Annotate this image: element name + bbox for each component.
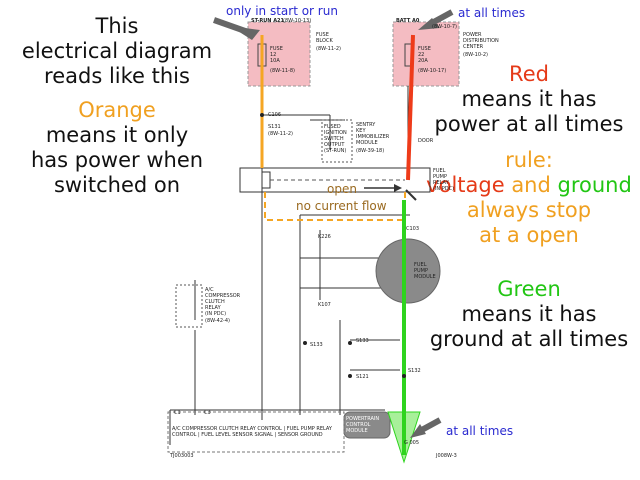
- arrow-to-ground: [410, 424, 426, 438]
- label-fuel-pump-relay: FUEL PUMP RELAY (IN PDC): [433, 168, 455, 192]
- callout-at-all-times-bottom: at all times: [446, 424, 514, 438]
- label-s121: S121: [356, 374, 369, 380]
- label-pcm: POWERTRAIN CONTROL MODULE: [346, 416, 380, 434]
- red-title: Red: [509, 62, 549, 86]
- relay-coil: [261, 171, 271, 189]
- label-fuse-12: FUSE 12 10A: [270, 46, 283, 64]
- label-fuse-22-ref: (8W-10-17): [418, 68, 447, 74]
- callout-at-all-times-top: at all times: [458, 6, 526, 20]
- arrow-to-batt: [418, 18, 440, 30]
- label-s131-ref: (8W-11-2): [268, 131, 293, 137]
- label-st-run: ST-RUN A21: [251, 18, 285, 24]
- label-batt-ref: (8W-10-7): [432, 24, 457, 30]
- open-switch: [405, 189, 417, 201]
- rule-line-2: always stop: [466, 197, 592, 222]
- red-wire: [406, 34, 415, 181]
- intro-line-2: electrical diagram: [21, 38, 213, 63]
- orange-line-1: means it only: [45, 123, 189, 148]
- green-line-2: ground at all times: [429, 326, 629, 351]
- label-k226: K226: [318, 234, 331, 240]
- label-s132: S132: [408, 368, 421, 374]
- orange-title: Orange: [78, 98, 156, 123]
- fuel-pump-module-circle: [375, 238, 441, 304]
- label-ac-relay: A/C COMPRESSOR CLUTCH RELAY (IN PDC): [205, 287, 241, 317]
- label-door: DOOR: [418, 138, 434, 144]
- fuel-pump-relay-box: [239, 167, 431, 193]
- label-c1: C1: [174, 410, 181, 416]
- label-pcm-pins: A/C COMPRESSOR CLUTCH RELAY CONTROL | FU…: [172, 426, 332, 438]
- red-line-1: means it has: [461, 86, 597, 111]
- rule-voltage: voltage: [426, 173, 505, 198]
- label-fuse-22: FUSE 22 20A: [418, 46, 431, 64]
- green-title: Green: [497, 277, 561, 302]
- arrow-open-head: [394, 184, 402, 192]
- label-st-run-ref: (8W-10-13): [283, 18, 312, 24]
- label-batt: BATT A0: [396, 18, 420, 24]
- orange-line-3: switched on: [53, 172, 181, 197]
- label-k107: K107: [318, 302, 331, 308]
- pdc-box: [392, 21, 460, 87]
- rule-line-3: at a open: [479, 222, 579, 247]
- intro-line-3: reads like this: [44, 63, 190, 88]
- label-pdc-ref: (8W-10-2): [463, 52, 488, 58]
- label-skim-ref: (8W-39-18): [356, 148, 385, 154]
- label-c3: C3: [204, 410, 211, 416]
- label-ground: G 005: [404, 440, 420, 446]
- left-explanation: This electrical diagram reads like this …: [6, 14, 228, 197]
- label-footer-right: J008W-3: [436, 453, 457, 459]
- label-pdc: POWER DISTRIBUTION CENTER: [463, 32, 499, 50]
- label-fuel-pump-module: FUEL PUMP MODULE: [414, 262, 436, 280]
- label-fuse-block-ref: (8W-11-2): [316, 46, 341, 52]
- red-line-2: power at all times: [434, 111, 624, 136]
- label-s133-a: S133: [310, 342, 323, 348]
- rule-and: and: [504, 173, 558, 198]
- rule-title: rule:: [505, 148, 553, 173]
- ac-relay-box: [175, 284, 203, 328]
- label-fused-ignition: FUSED IGNITION SWITCH OUTPUT (ST-RUN): [324, 124, 347, 154]
- callout-only-start-run: only in start or run: [226, 4, 338, 18]
- green-line-1: means it has: [461, 302, 597, 327]
- callout-no-current-flow: no current flow: [296, 199, 387, 213]
- pcm-box: [343, 411, 391, 439]
- label-skim: SENTRY KEY IMMOBILIZER MODULE: [356, 122, 390, 146]
- label-s131: S131: [268, 124, 281, 130]
- label-ac-relay-ref: (8W-42-4): [205, 318, 230, 324]
- label-c106: C106: [268, 112, 282, 118]
- arrow-st-run-shaft: [213, 17, 249, 35]
- orange-line-2: has power when: [30, 147, 204, 172]
- pcm-connector-box: [167, 411, 345, 453]
- rule-ground: ground: [557, 173, 632, 198]
- splice-dots: [260, 113, 406, 378]
- label-s133-b: S133: [356, 338, 369, 344]
- right-explanation: Red means it has power at all times rule…: [418, 62, 640, 352]
- label-footer-left: TJ003003: [170, 453, 194, 459]
- callout-open: open: [327, 182, 357, 196]
- label-fuse-block: FUSE BLOCK: [316, 32, 333, 44]
- intro-line-1: This: [95, 14, 139, 38]
- label-c103: C103: [406, 226, 420, 232]
- label-fuse-12-ref: (8W-11-8): [270, 68, 295, 74]
- rule-line-1: voltage and ground: [418, 173, 640, 198]
